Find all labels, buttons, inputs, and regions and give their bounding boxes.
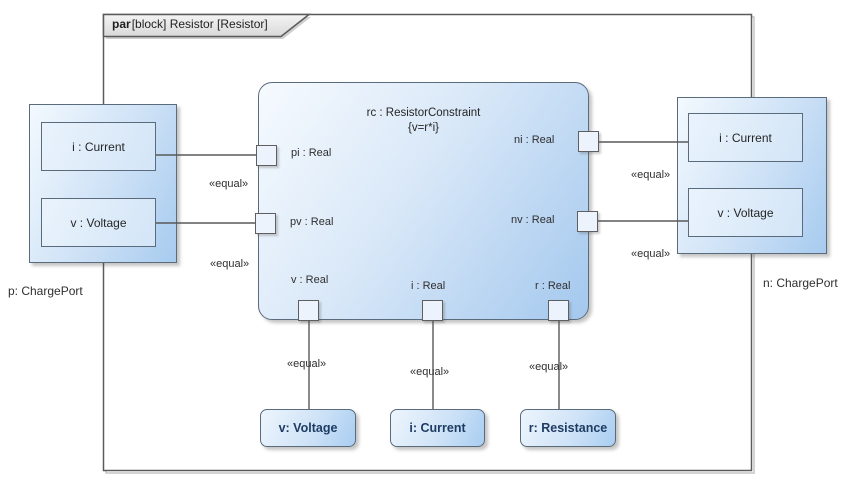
property-box-p-i-current[interactable]: i : Current bbox=[41, 122, 156, 171]
port-label-i: i : Real bbox=[411, 280, 446, 292]
equal-label-ni[interactable]: «equal» bbox=[631, 169, 671, 181]
property-box-n-v-voltage[interactable]: v : Voltage bbox=[688, 188, 803, 237]
frame-keyword: par bbox=[112, 17, 131, 31]
value-block-i-current[interactable]: i: Current bbox=[390, 409, 485, 447]
port-label-pi: pi : Real bbox=[291, 147, 332, 159]
value-block-v-voltage[interactable]: v: Voltage bbox=[260, 409, 356, 447]
constraint-name: rc : ResistorConstraint bbox=[366, 107, 481, 119]
part-label-n-chargeport: n: ChargePort bbox=[763, 276, 838, 290]
equal-label-i[interactable]: «equal» bbox=[410, 366, 450, 378]
frame-title: par[block] Resistor [Resistor] bbox=[112, 17, 268, 31]
port-label-ni: ni : Real bbox=[514, 134, 555, 146]
value-block-r-resistance[interactable]: r: Resistance bbox=[520, 409, 616, 447]
port-pi[interactable] bbox=[256, 145, 277, 166]
equal-label-v[interactable]: «equal» bbox=[287, 358, 327, 370]
frame-title-rest: [block] Resistor [Resistor] bbox=[131, 17, 268, 31]
equal-label-r[interactable]: «equal» bbox=[529, 361, 569, 373]
property-label: i : Current bbox=[72, 139, 125, 154]
property-label: v : Voltage bbox=[70, 215, 127, 230]
property-label: v : Voltage bbox=[717, 205, 774, 220]
value-block-label: v: Voltage bbox=[278, 421, 338, 435]
port-label-v: v : Real bbox=[291, 274, 329, 286]
constraint-block-title: rc : ResistorConstraint {v=r*i} bbox=[258, 106, 589, 136]
part-label-p-chargeport: p: ChargePort bbox=[8, 284, 83, 298]
property-box-p-v-voltage[interactable]: v : Voltage bbox=[41, 198, 156, 247]
port-v[interactable] bbox=[298, 300, 319, 321]
value-block-label: i: Current bbox=[409, 421, 466, 435]
equal-label-pi[interactable]: «equal» bbox=[209, 178, 249, 190]
port-label-nv: nv : Real bbox=[511, 214, 555, 226]
equal-label-pv[interactable]: «equal» bbox=[210, 258, 250, 270]
port-ni[interactable] bbox=[578, 131, 599, 152]
port-i[interactable] bbox=[422, 300, 443, 321]
equal-label-nv[interactable]: «equal» bbox=[631, 248, 671, 260]
property-label: i : Current bbox=[719, 130, 772, 145]
property-box-n-i-current[interactable]: i : Current bbox=[688, 113, 803, 162]
port-label-r: r : Real bbox=[535, 280, 571, 292]
port-pv[interactable] bbox=[255, 213, 276, 234]
port-nv[interactable] bbox=[577, 211, 598, 232]
port-r[interactable] bbox=[548, 300, 569, 321]
port-label-pv: pv : Real bbox=[290, 216, 334, 228]
value-block-label: r: Resistance bbox=[528, 421, 608, 435]
